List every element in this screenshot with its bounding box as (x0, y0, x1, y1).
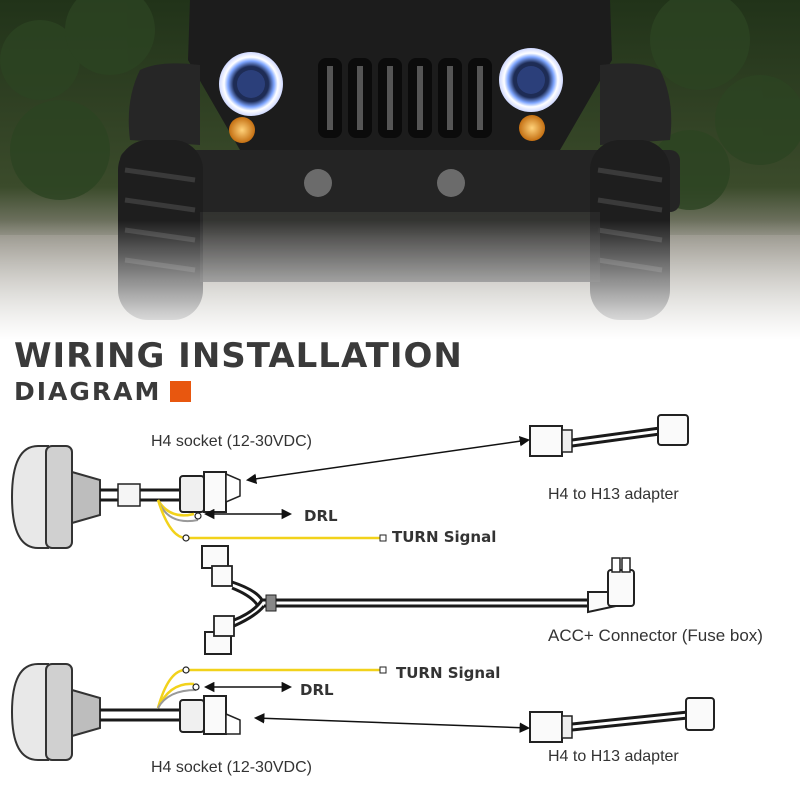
top-cable (100, 483, 180, 507)
vehicle-photo (0, 0, 800, 340)
y-harness (201, 545, 590, 655)
bottom-cable (100, 708, 180, 722)
bottom-socket-label: H4 socket (12-30VDC) (151, 759, 312, 776)
top-headlight (10, 445, 101, 549)
accent-square (170, 381, 191, 402)
bottom-h4-h13-adapter (529, 697, 715, 743)
top-h4-h13-adapter (529, 414, 689, 457)
title-diagram: DIAGRAM (14, 377, 162, 406)
bottom-headlight (10, 663, 101, 761)
top-drl-label: DRL (304, 507, 338, 525)
acc-connector-label: ACC+ Connector (Fuse box) (548, 626, 763, 645)
top-socket-label: H4 socket (12-30VDC) (151, 433, 312, 450)
bottom-drl-wire-white (157, 689, 197, 709)
top-h4-socket (179, 471, 241, 513)
bottom-h4-socket (179, 695, 241, 735)
bottom-adapter-label: H4 to H13 adapter (548, 748, 679, 765)
bottom-drl-label: DRL (300, 681, 334, 699)
acc-fuse-tap (587, 557, 635, 614)
title-wiring-installation: WIRING INSTALLATION (14, 336, 463, 376)
bottom-turn-label: TURN Signal (396, 664, 500, 682)
top-turn-label: TURN Signal (392, 528, 496, 546)
top-adapter-label: H4 to H13 adapter (548, 486, 679, 503)
